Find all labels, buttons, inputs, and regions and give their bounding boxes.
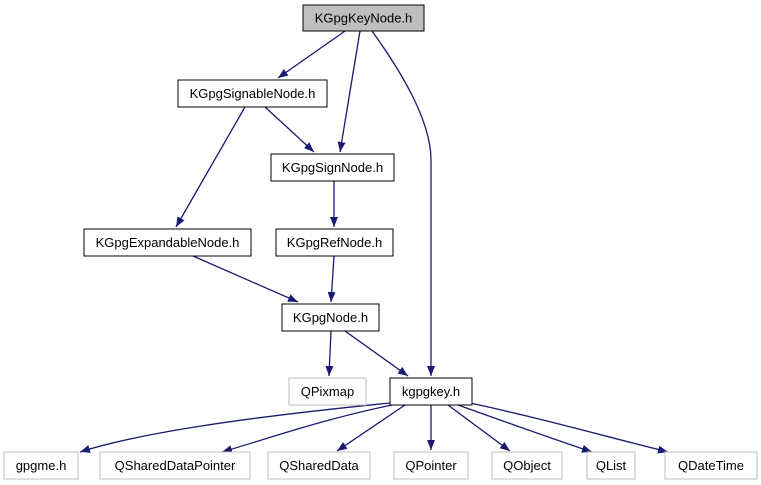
node-ref[interactable]: KGpgRefNode.h (275, 228, 394, 257)
node-box (288, 377, 367, 406)
node-label: KGpgExpandableNode.h (96, 235, 240, 250)
nodes-group: KGpgKeyNode.hKGpgSignableNode.hKGpgSignN… (3, 4, 758, 480)
node-box (491, 451, 563, 480)
node-label: QList (596, 458, 627, 473)
node-box (83, 228, 252, 257)
node-label: gpgme.h (16, 458, 67, 473)
node-label: KGpgSignNode.h (282, 160, 383, 175)
node-label: kgpgkey.h (402, 384, 460, 399)
node-qlist: QList (586, 451, 636, 480)
node-box (270, 153, 395, 182)
node-box (267, 451, 371, 480)
node-sign[interactable]: KGpgSignNode.h (270, 153, 395, 182)
node-label: QSharedData (279, 458, 359, 473)
node-qshareddata: QSharedData (267, 451, 371, 480)
node-qpixmap: QPixmap (288, 377, 367, 406)
edge-node-to-kgpgkey (344, 330, 409, 377)
node-qshareddatapointer: QSharedDataPointer (99, 451, 251, 480)
edge-kgpgkey-to-qshareddatapointer (221, 404, 393, 454)
node-expandable[interactable]: KGpgExpandableNode.h (83, 228, 252, 257)
edge-kgpgkey-to-gpgme (79, 402, 391, 453)
node-root[interactable]: KGpgKeyNode.h (302, 4, 425, 32)
node-box (389, 377, 473, 406)
edge-kgpgkey-to-qshareddata (336, 404, 406, 452)
node-label: KGpgKeyNode.h (315, 11, 413, 26)
node-label: KGpgSignableNode.h (190, 86, 316, 101)
edge-node-to-qpixmap (325, 330, 334, 377)
node-label: QObject (503, 458, 551, 473)
node-box (3, 451, 79, 480)
node-node[interactable]: KGpgNode.h (281, 303, 380, 332)
edge-kgpgkey-to-qlist (457, 404, 593, 453)
node-box (664, 451, 758, 480)
node-box (281, 303, 380, 332)
edge-root-to-sign (337, 30, 361, 153)
edge-signable-to-sign (264, 106, 315, 153)
node-label: QDateTime (678, 458, 744, 473)
edge-root-to-kgpgkey (371, 30, 435, 376)
node-gpgme: gpgme.h (3, 451, 79, 480)
edge-ref-to-node (327, 255, 336, 303)
node-qobject: QObject (491, 451, 563, 480)
node-label: KGpgRefNode.h (287, 235, 382, 250)
node-qpointer: QPointer (393, 451, 469, 480)
edge-signable-to-expandable (175, 106, 246, 228)
node-box (586, 451, 636, 480)
edges-group (79, 30, 669, 454)
node-signable[interactable]: KGpgSignableNode.h (177, 79, 328, 108)
node-box (393, 451, 469, 480)
edge-kgpgkey-to-qobject (447, 404, 511, 452)
node-box (99, 451, 251, 480)
node-box (302, 4, 425, 32)
edge-root-to-signable (277, 30, 346, 79)
node-box (177, 79, 328, 108)
node-label: KGpgNode.h (293, 310, 368, 325)
node-label: QPointer (405, 458, 457, 473)
node-label: QSharedDataPointer (115, 458, 236, 473)
node-kgpgkey[interactable]: kgpgkey.h (389, 377, 473, 406)
edge-kgpgkey-to-qdatetime (469, 402, 669, 454)
node-label: QPixmap (301, 384, 354, 399)
edge-expandable-to-node (192, 255, 299, 303)
node-box (275, 228, 394, 257)
node-qdatetime: QDateTime (664, 451, 758, 480)
